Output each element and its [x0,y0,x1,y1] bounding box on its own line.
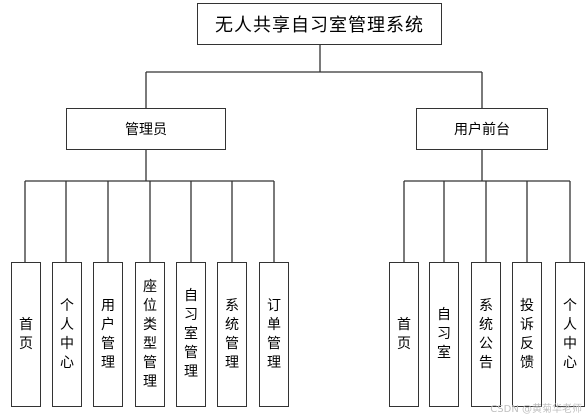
branch-user-label: 用户前台 [454,122,510,138]
leaf-user-feedback: 投诉反馈 [512,262,542,407]
leaf-admin-order-management: 订单管理 [259,262,289,407]
leaf-user-profile: 个人中心 [555,262,585,407]
root-node: 无人共享自习室管理系统 [197,3,442,45]
leaf-admin-home: 首页 [11,262,41,407]
leaf-user-announcements: 系统公告 [471,262,501,407]
branch-admin-label: 管理员 [125,122,167,138]
leaf-label: 投诉反馈 [520,297,534,371]
leaf-label: 座位类型管理 [143,278,157,390]
leaf-label: 系统管理 [225,297,239,371]
root-label: 无人共享自习室管理系统 [215,15,424,36]
leaf-user-home: 首页 [389,262,419,407]
leaf-admin-system-management: 系统管理 [217,262,247,407]
watermark: CSDN @黄菊华老师 [490,404,582,415]
leaf-label: 个人中心 [60,297,74,371]
leaf-label: 订单管理 [267,297,281,371]
leaf-label: 系统公告 [479,297,493,371]
leaf-label: 自习室 [437,307,451,361]
leaf-label: 用户管理 [101,297,115,371]
leaf-admin-user-management: 用户管理 [93,262,123,407]
branch-user-node: 用户前台 [416,108,548,150]
leaf-label: 个人中心 [563,297,577,371]
leaf-admin-study-room-management: 自习室管理 [176,262,206,407]
leaf-admin-seat-type-management: 座位类型管理 [135,262,165,407]
leaf-label: 首页 [19,316,33,352]
leaf-label: 首页 [397,316,411,352]
leaf-user-study-room: 自习室 [429,262,459,407]
leaf-label: 自习室管理 [184,288,198,380]
leaf-admin-profile: 个人中心 [52,262,82,407]
branch-admin-node: 管理员 [66,108,226,150]
